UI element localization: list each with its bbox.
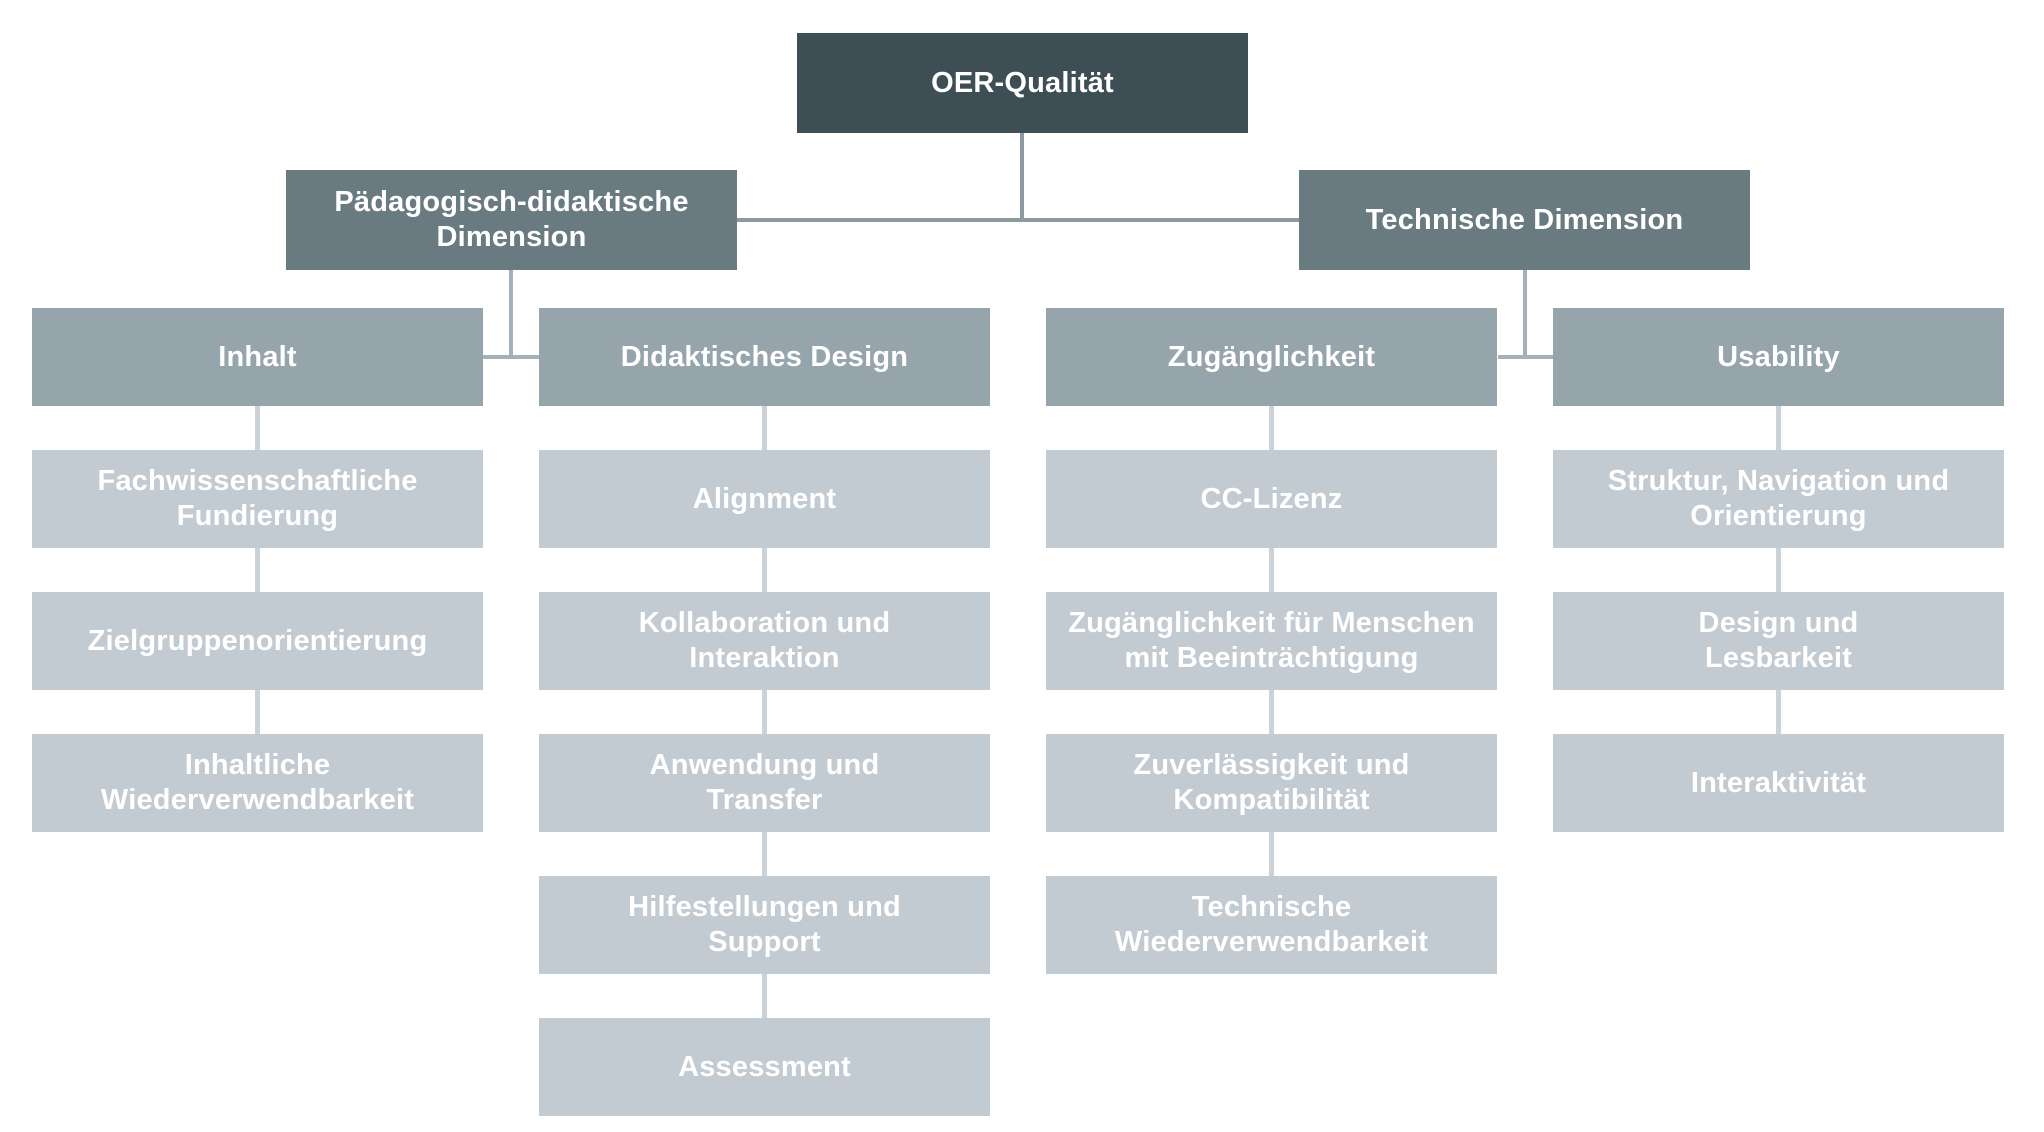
connector-technisch-vertical [1523,270,1527,359]
connector-root-vertical [1020,133,1024,222]
node-didaktisches-design: Didaktisches Design [539,308,990,406]
node-label: Fachwissenschaftliche Fundierung [97,465,418,532]
node-label: Alignment [692,482,837,515]
connector-col3-seg4 [1269,832,1274,876]
node-inhaltliche-wiederverwendbarkeit: Inhaltliche Wiederverwendbarkeit [32,734,483,832]
node-label: Interaktivität [1690,766,1867,799]
node-label: Didaktisches Design [620,340,909,373]
node-fachwissenschaftliche-fundierung: Fachwissenschaftliche Fundierung [32,450,483,548]
node-zielgruppenorientierung: Zielgruppenorientierung [32,592,483,690]
node-technische-dimension: Technische Dimension [1299,170,1750,270]
node-cc-lizenz: CC-Lizenz [1046,450,1497,548]
node-label: CC-Lizenz [1200,482,1343,515]
node-label: Usability [1717,340,1840,373]
node-anwendung-und-transfer: Anwendung und Transfer [539,734,990,832]
node-label: Struktur, Navigation und Orientierung [1607,465,1950,532]
node-label: Zuverlässigkeit und Kompatibilität [1133,749,1410,816]
connector-root-bridge [737,218,1299,222]
connector-technisch-bridge [1498,355,1554,359]
connector-col3-seg3 [1269,690,1274,734]
node-label: Inhalt [218,340,297,373]
node-inhalt: Inhalt [32,308,483,406]
connector-col2-seg2 [762,548,767,592]
node-usability: Usability [1553,308,2004,406]
node-label: Hilfestellungen und Support [628,891,901,958]
node-label: OER-Qualität [931,66,1114,99]
connector-col4-seg3 [1776,690,1781,734]
node-kollaboration-und-interaktion: Kollaboration und Interaktion [539,592,990,690]
node-zugaenglichkeit-fuer-menschen: Zugänglichkeit für Menschen mit Beeinträ… [1046,592,1497,690]
node-design-und-lesbarkeit: Design und Lesbarkeit [1553,592,2004,690]
node-label: Zielgruppenorientierung [87,624,428,657]
connector-col1-seg3 [255,690,260,734]
connector-col2-seg4 [762,832,767,876]
connector-paedagogisch-vertical [509,270,513,359]
node-hilfestellungen-und-support: Hilfestellungen und Support [539,876,990,974]
node-paedagogisch-didaktische-dimension: Pädagogisch-didaktische Dimension [286,170,737,270]
connector-col3-seg1 [1269,406,1274,450]
node-oer-qualitaet: OER-Qualität [797,33,1248,133]
node-label: Zugänglichkeit für Menschen mit Beeinträ… [1068,607,1475,674]
node-label: Technische Wiederverwendbarkeit [1114,891,1429,958]
node-label: Assessment [678,1050,851,1083]
node-zugaenglichkeit: Zugänglichkeit [1046,308,1497,406]
connector-col3-seg2 [1269,548,1274,592]
connector-col1-seg1 [255,406,260,450]
node-interaktivitaet: Interaktivität [1553,734,2004,832]
node-alignment: Alignment [539,450,990,548]
connector-col2-seg5 [762,974,767,1018]
connector-col2-seg1 [762,406,767,450]
node-label: Design und Lesbarkeit [1698,607,1859,674]
node-technische-wiederverwendbarkeit: Technische Wiederverwendbarkeit [1046,876,1497,974]
node-zuverlaessigkeit-und-kompatibilitaet: Zuverlässigkeit und Kompatibilität [1046,734,1497,832]
node-label: Kollaboration und Interaktion [638,607,891,674]
node-struktur-navigation-orientierung: Struktur, Navigation und Orientierung [1553,450,2004,548]
connector-col4-seg2 [1776,548,1781,592]
connector-paedagogisch-bridge [483,355,539,359]
node-label: Anwendung und Transfer [649,749,880,816]
node-label: Technische Dimension [1365,203,1684,236]
connector-col2-seg3 [762,690,767,734]
node-label: Pädagogisch-didaktische Dimension [334,186,689,253]
node-label: Inhaltliche Wiederverwendbarkeit [100,749,415,816]
connector-col4-seg1 [1776,406,1781,450]
connector-col1-seg2 [255,548,260,592]
node-assessment: Assessment [539,1018,990,1116]
node-label: Zugänglichkeit [1167,340,1376,373]
